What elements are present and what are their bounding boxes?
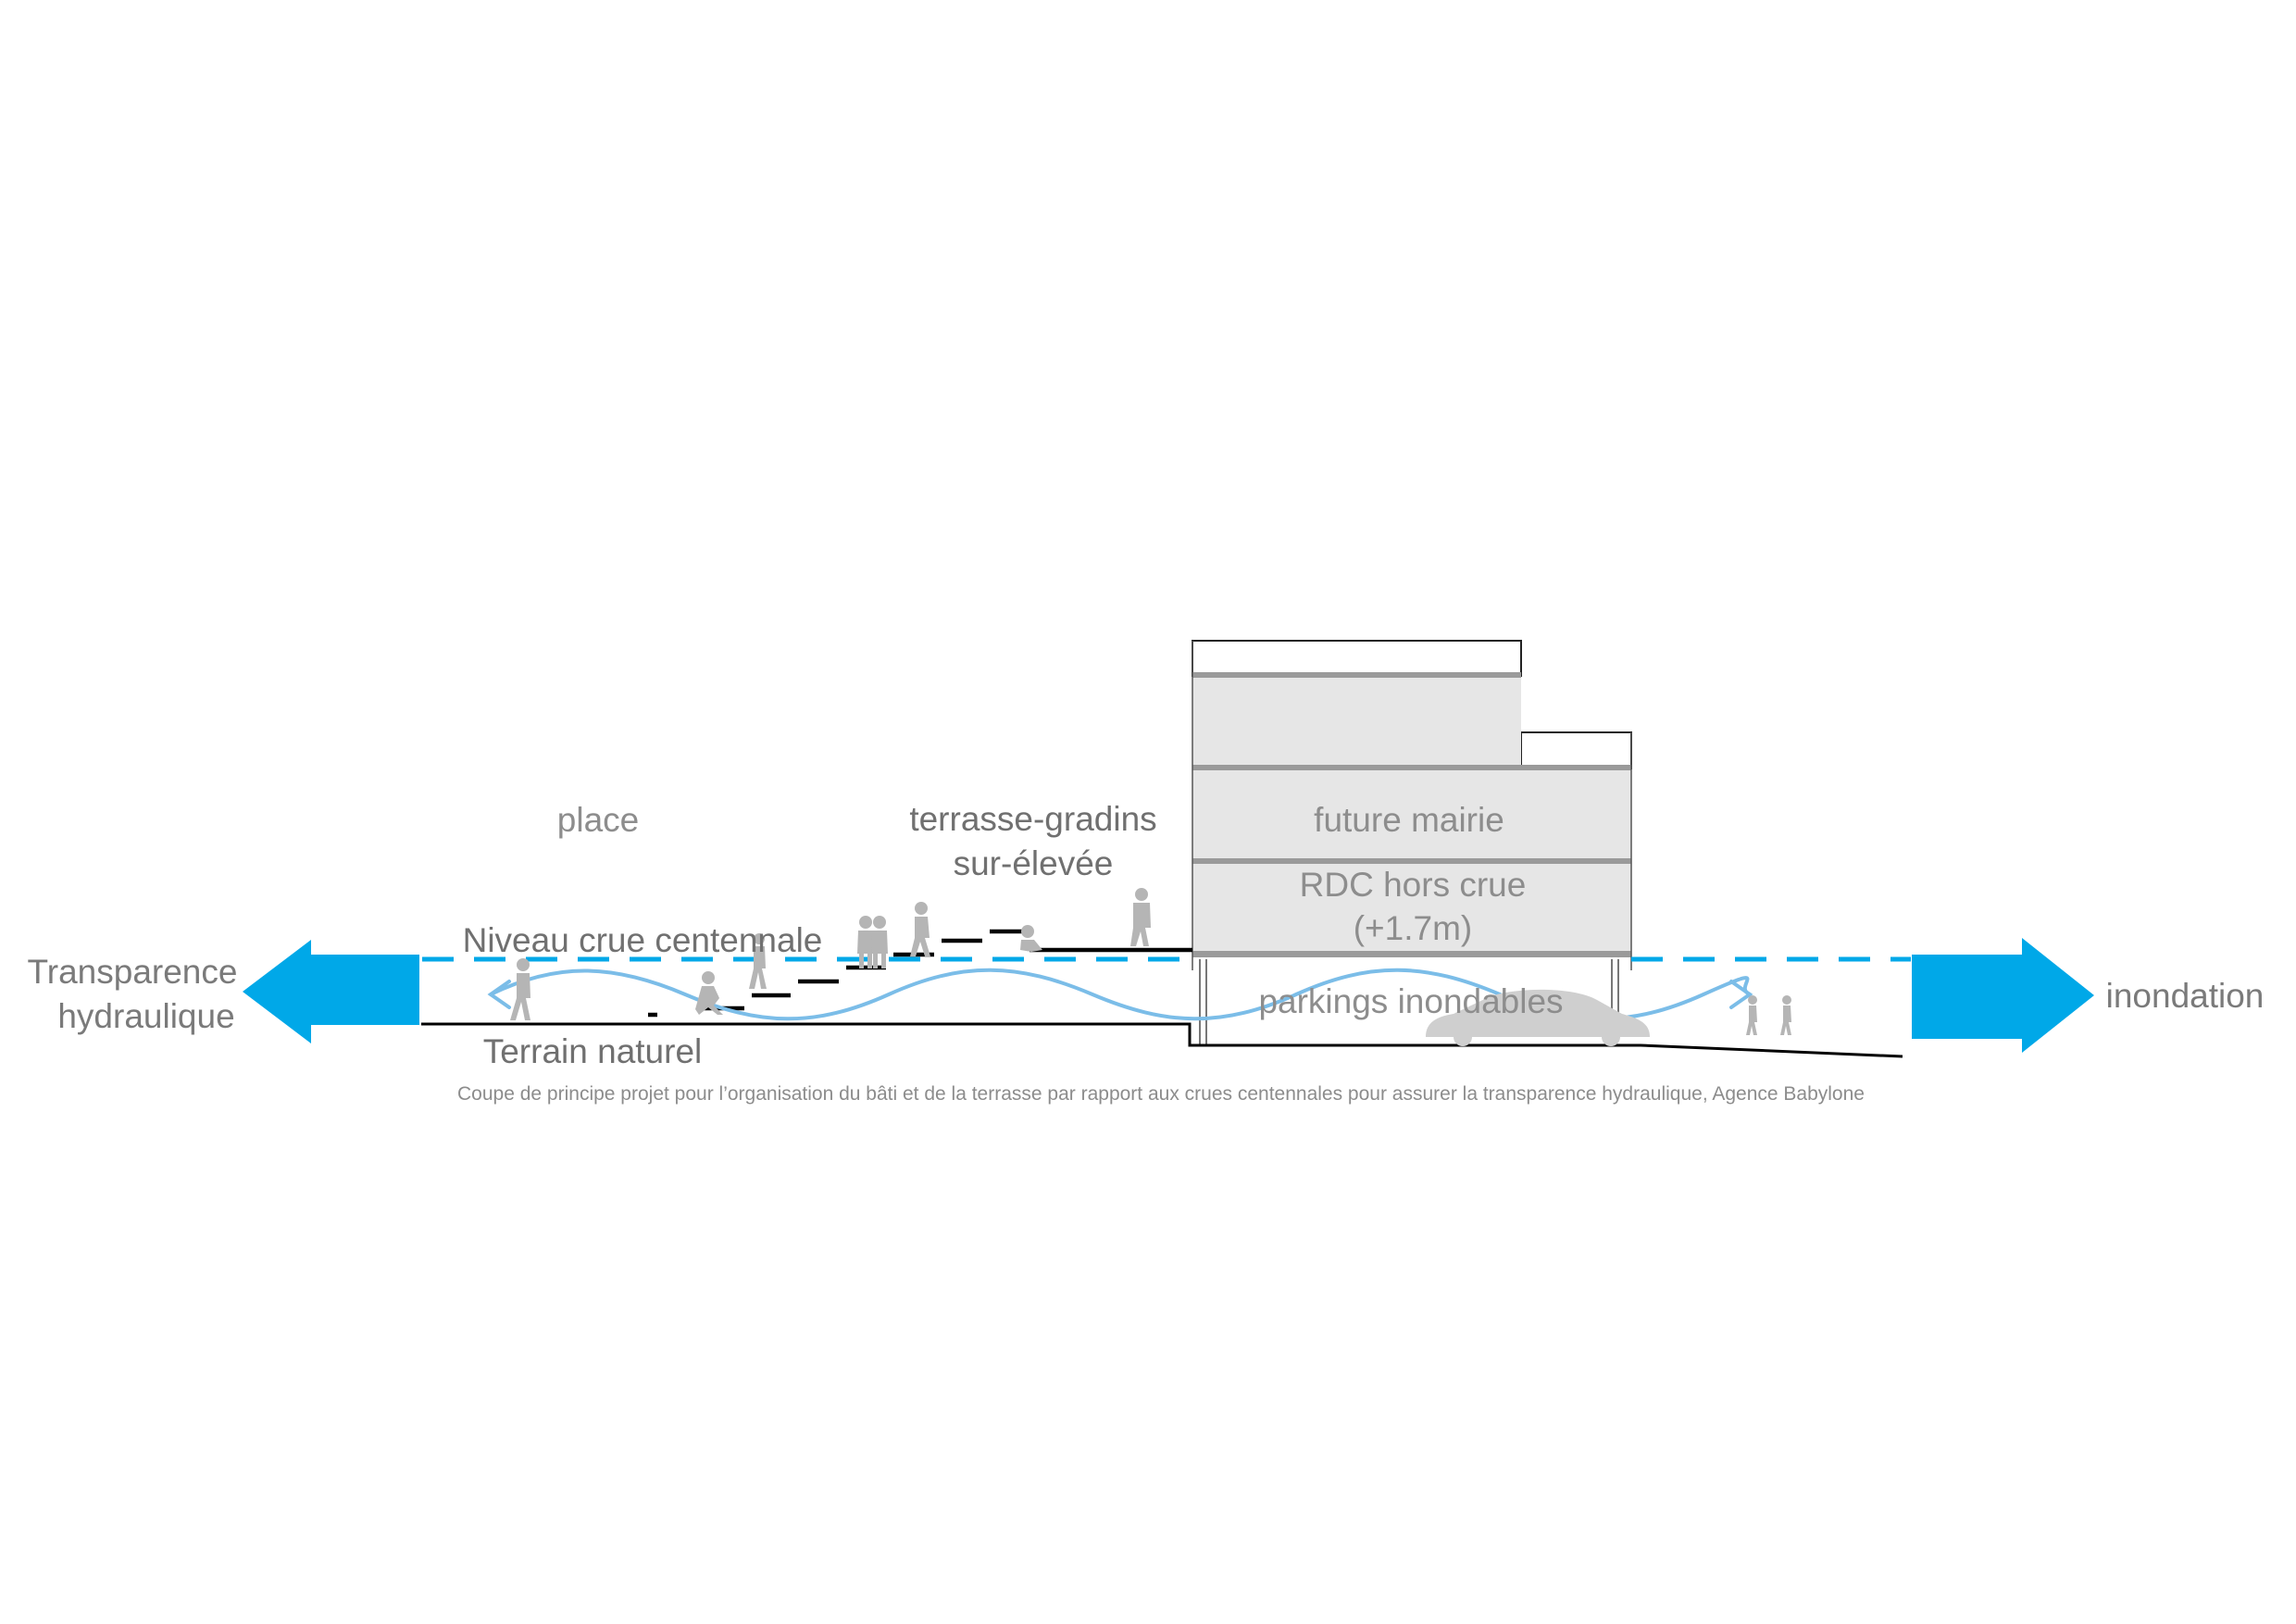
caption: Coupe de principe projet pour l’organisa… <box>457 1083 1865 1105</box>
building-roof-upper <box>1192 640 1522 677</box>
person-silhouette-icon <box>1130 888 1151 946</box>
building-floor-top <box>1192 676 1521 768</box>
building-outline <box>1192 641 1632 970</box>
right-arrow-label: inondation <box>2106 977 2265 1015</box>
person-silhouette-icon <box>510 958 530 1020</box>
left-flow-arrow-icon <box>243 940 419 1043</box>
slab-band <box>1192 951 1631 957</box>
terrace-label-line2: sur-élevée <box>954 844 1114 882</box>
slab-band <box>1192 858 1631 864</box>
wave-flow-icon <box>487 968 1753 1021</box>
diagram-labels: Transparence hydraulique inondation plac… <box>28 800 2265 1105</box>
people-silhouettes <box>510 888 1791 1035</box>
place-label: place <box>557 801 639 839</box>
person-silhouette-icon <box>857 916 874 968</box>
ground-floor-label-line1: RDC hors crue <box>1300 866 1527 904</box>
ground-lines <box>421 1022 1903 1058</box>
slab-band <box>1192 765 1631 770</box>
left-arrow-label-line2: hydraulique <box>57 997 234 1035</box>
left-arrow-label-line1: Transparence <box>28 953 238 991</box>
future-townhall-label: future mairie <box>1314 801 1504 839</box>
person-silhouette-icon <box>871 916 888 968</box>
ground-floor-label-line2: (+1.7m) <box>1354 909 1473 947</box>
building-floor-upper <box>1192 768 1631 862</box>
building-floor-ground <box>1192 862 1631 953</box>
slab-band <box>1192 672 1521 678</box>
natural-ground-label: Terrain naturel <box>483 1032 703 1070</box>
person-silhouette-icon <box>749 933 767 989</box>
person-silhouette-icon <box>910 902 930 956</box>
person-silhouette-icon <box>1746 995 1757 1035</box>
person-silhouette-icon <box>695 971 723 1015</box>
person-silhouette-icon <box>1780 995 1791 1035</box>
terrace-label-line1: terrasse-gradins <box>909 800 1156 838</box>
parking-label: parkings inondables <box>1258 982 1563 1020</box>
right-flow-arrow-icon <box>1912 938 2094 1053</box>
car-silhouette-icon <box>1426 989 1650 1046</box>
building-roof-lower <box>1520 731 1632 769</box>
person-silhouette-icon <box>1020 925 1042 952</box>
building-section <box>1192 640 1632 1046</box>
flood-level-label: Niveau crue centennale <box>463 921 823 959</box>
